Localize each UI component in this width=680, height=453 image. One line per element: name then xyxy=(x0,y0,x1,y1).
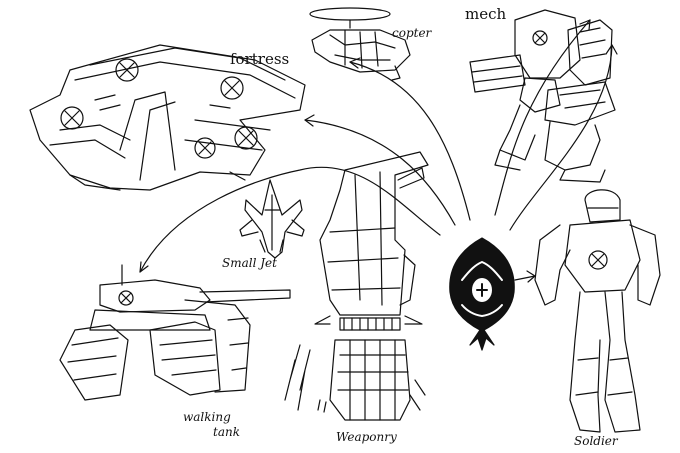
label-walking: walking xyxy=(183,410,231,424)
walking-tank-drawing xyxy=(59,264,291,401)
soldier-drawing xyxy=(534,189,661,433)
label-soldier: Soldier xyxy=(574,434,618,448)
label-weaponry: Weaponry xyxy=(336,430,397,444)
relationship-arrows xyxy=(139,19,618,283)
label-copter: copter xyxy=(392,26,432,40)
copter-drawing xyxy=(309,7,411,81)
small-jet-drawing xyxy=(239,179,305,259)
weaponry-drawing xyxy=(284,151,429,421)
label-mech: mech xyxy=(465,5,507,23)
label-tank: tank xyxy=(213,425,240,439)
fortress-drawing xyxy=(29,44,306,191)
faction-emblem-drawing xyxy=(449,237,515,351)
label-small-jet: Small Jet xyxy=(222,256,277,270)
mech-drawing xyxy=(469,9,616,183)
label-fortress: fortress xyxy=(230,50,290,68)
